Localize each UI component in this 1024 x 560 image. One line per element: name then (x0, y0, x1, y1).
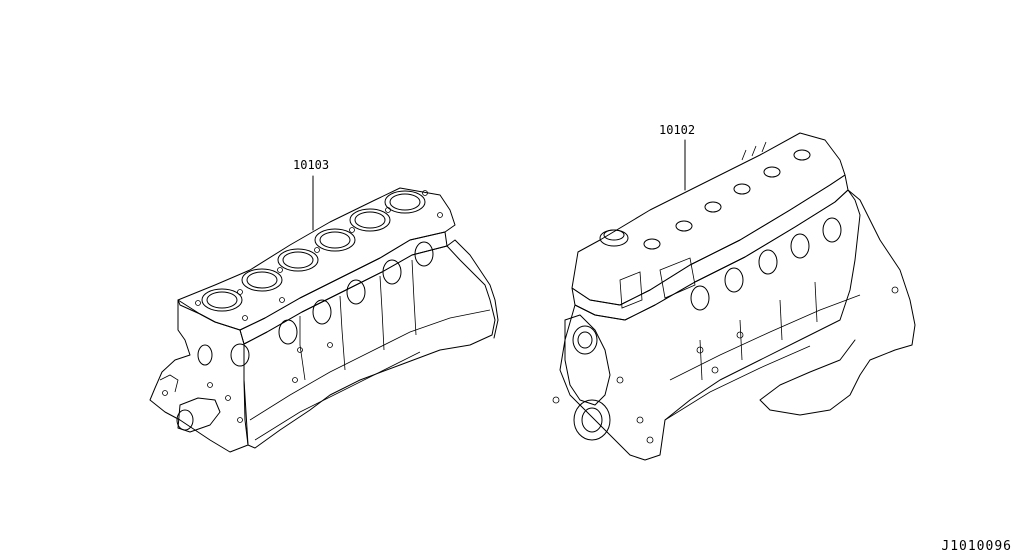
head-port-1 (690, 285, 710, 311)
part-number-label-long-engine: 10102 (659, 123, 696, 137)
valve-cover-side (571, 174, 849, 321)
oil-filler-cap-top (603, 229, 625, 241)
head-port-3 (758, 249, 778, 275)
cylinder-bore-3-inner (282, 251, 314, 269)
block-front-face (149, 299, 249, 453)
side-port-4 (382, 259, 402, 285)
block-deck-outline (177, 187, 456, 331)
part-number-label-short-block: 10103 (293, 158, 330, 172)
long-engine-drawing (552, 132, 916, 461)
front-port (230, 343, 250, 367)
cylinder-bore-2 (241, 268, 283, 292)
cylinder-bore-2-inner (246, 271, 278, 289)
cylinder-bore-5-inner (354, 211, 386, 229)
cylinder-bore-4 (314, 228, 356, 252)
short-block-drawing (149, 175, 499, 453)
side-port-3 (346, 279, 366, 305)
cylinder-bore-1 (201, 288, 243, 312)
side-port-2 (312, 299, 332, 325)
valve-cover-top (571, 132, 846, 306)
front-pump-housing (177, 397, 221, 433)
head-port-4 (790, 233, 810, 259)
crank-pulley-hub (581, 407, 603, 433)
deck-bolt-holes (195, 190, 443, 321)
cylinder-bore-6 (384, 190, 426, 214)
engine-block-body (559, 189, 861, 461)
block-rear-flange (446, 239, 499, 339)
side-port-5 (414, 241, 434, 267)
side-port-1 (278, 319, 298, 345)
cylinder-bore-3 (277, 248, 319, 272)
spark-plug-holes (643, 149, 811, 250)
timing-cover (564, 314, 611, 406)
cylinder-bore-1-inner (206, 291, 238, 309)
cylinder-bore-6-inner (389, 193, 421, 211)
front-bore (197, 344, 213, 366)
figure-id-label: J1010096 (941, 539, 1012, 554)
cylinder-bore-5 (349, 208, 391, 232)
cylinder-bore-4-inner (319, 231, 351, 249)
head-port-2 (724, 267, 744, 293)
block-side-face (243, 245, 496, 449)
cylinder-bores (201, 190, 426, 312)
crank-pulley (573, 399, 611, 441)
head-port-5 (822, 217, 842, 243)
timing-cover-boss (572, 325, 598, 355)
front-spout (176, 409, 194, 431)
rear-housing (759, 189, 916, 416)
